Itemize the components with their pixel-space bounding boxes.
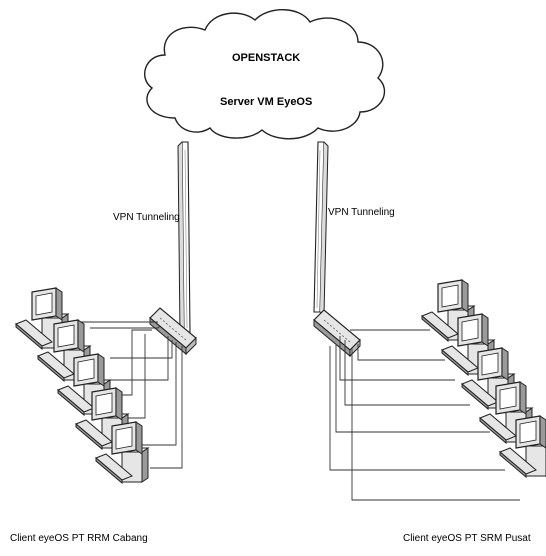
client-computers <box>15 279 546 485</box>
network-switch-icon <box>313 309 361 358</box>
site-caption-left: Client eyeOS PT RRM Cabang <box>10 533 148 544</box>
site-caption-right: Client eyeOS PT SRM Pusat <box>403 533 531 544</box>
cable-lines-right <box>329 329 520 501</box>
desktop-computer-icon <box>95 421 150 485</box>
vpn-label-left: VPN Tunneling <box>113 212 180 223</box>
cloud-icon <box>143 9 386 140</box>
cloud-subtitle: Server VM EyeOS <box>220 96 313 108</box>
vpn-tunnel-left <box>177 141 191 335</box>
desktop-computer-icon <box>499 415 546 479</box>
desktop-computer-icon <box>57 353 112 417</box>
cloud-title: OPENSTACK <box>232 52 301 64</box>
vpn-tunnel-right <box>313 141 329 315</box>
vpn-label-right: VPN Tunneling <box>328 207 395 218</box>
